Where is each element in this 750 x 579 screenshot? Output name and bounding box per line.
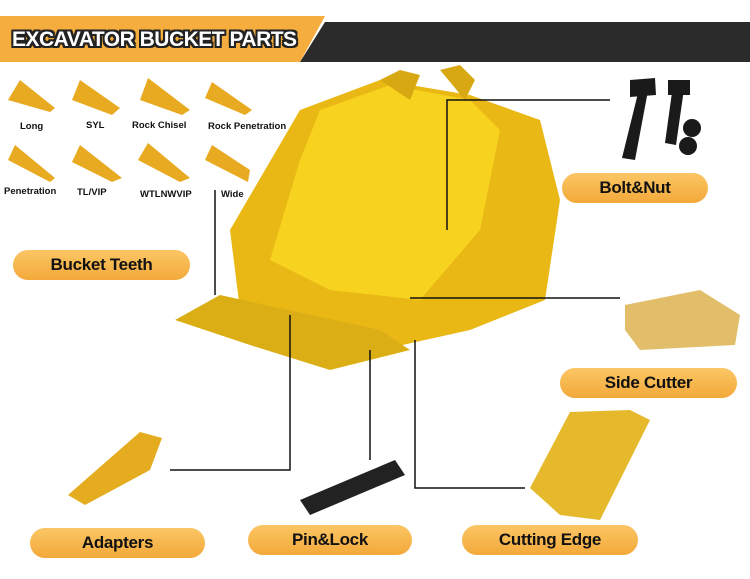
tooth-label-rock-chisel: Rock Chisel [132, 120, 187, 131]
label-bolt-nut: Bolt&Nut [562, 173, 708, 203]
label-adapters: Adapters [30, 528, 205, 558]
tooth-label-wide: Wide [221, 189, 244, 200]
bolt-nut-image [622, 78, 701, 160]
label-pin-lock: Pin&Lock [248, 525, 412, 555]
label-side-cutter: Side Cutter [560, 368, 737, 398]
tooth-label-rock-penetration: Rock Penetration [208, 121, 287, 132]
page-title: EXCAVATOR BUCKET PARTS [12, 28, 297, 51]
leader-lines [170, 99, 620, 489]
tooth-label-penetration: Penetration [4, 186, 57, 197]
pin-image [300, 460, 405, 515]
tooth-label-long: Long [20, 121, 44, 132]
tooth-label-syl: SYL [86, 120, 105, 131]
label-bucket-teeth: Bucket Teeth [13, 250, 190, 280]
adapter-image [68, 432, 162, 505]
cutting-edge-image [530, 410, 650, 520]
header-orange-band [0, 16, 325, 62]
tooth-label-wtlnwvip: WTLNWVIP [140, 189, 192, 200]
bucket-illustration [175, 65, 560, 370]
side-cutter-image [625, 290, 740, 350]
tooth-icons [8, 78, 252, 182]
header-dark-band [300, 22, 750, 62]
label-cutting-edge: Cutting Edge [462, 525, 638, 555]
tooth-label-tl-vip: TL/VIP [77, 187, 107, 198]
